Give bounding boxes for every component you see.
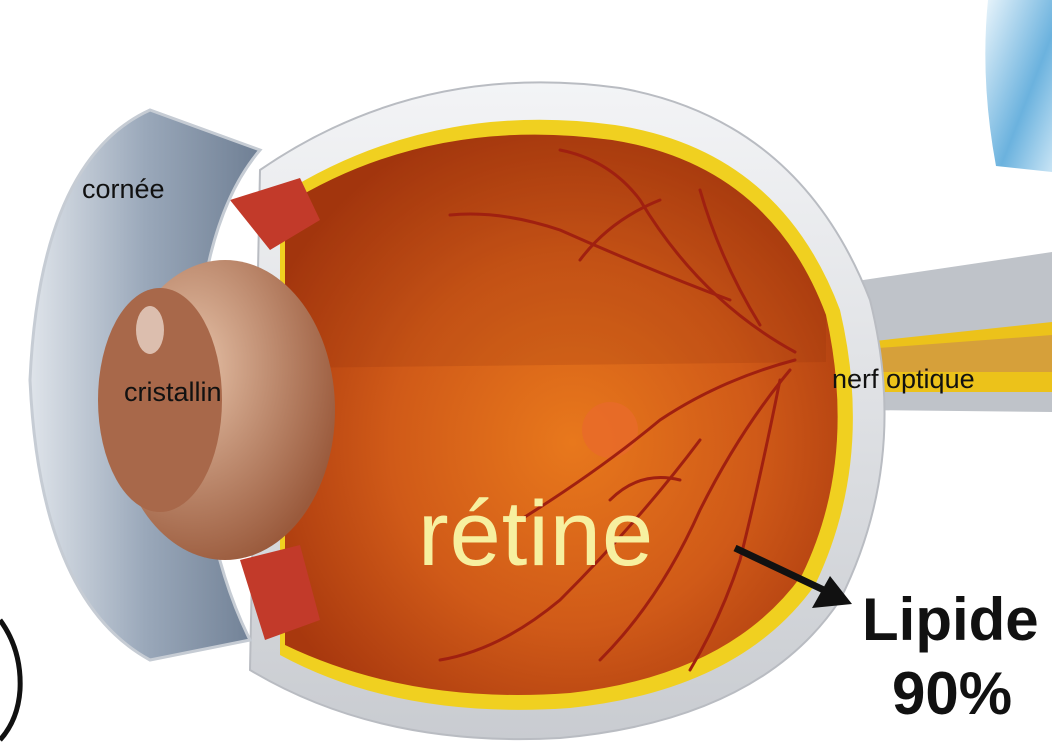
macula: [582, 402, 638, 458]
label-cornea: cornée: [82, 176, 165, 203]
lens-highlight: [136, 306, 164, 354]
label-lipids: Lipide: [862, 590, 1039, 650]
label-optic-nerve: nerf optique: [832, 366, 975, 393]
partial-circle: [0, 620, 20, 740]
label-lipid-percent: 90%: [892, 664, 1012, 724]
label-lens: cristallin: [124, 379, 222, 406]
corner-decoration: [985, 0, 1052, 172]
label-retina: rétine: [418, 488, 654, 580]
